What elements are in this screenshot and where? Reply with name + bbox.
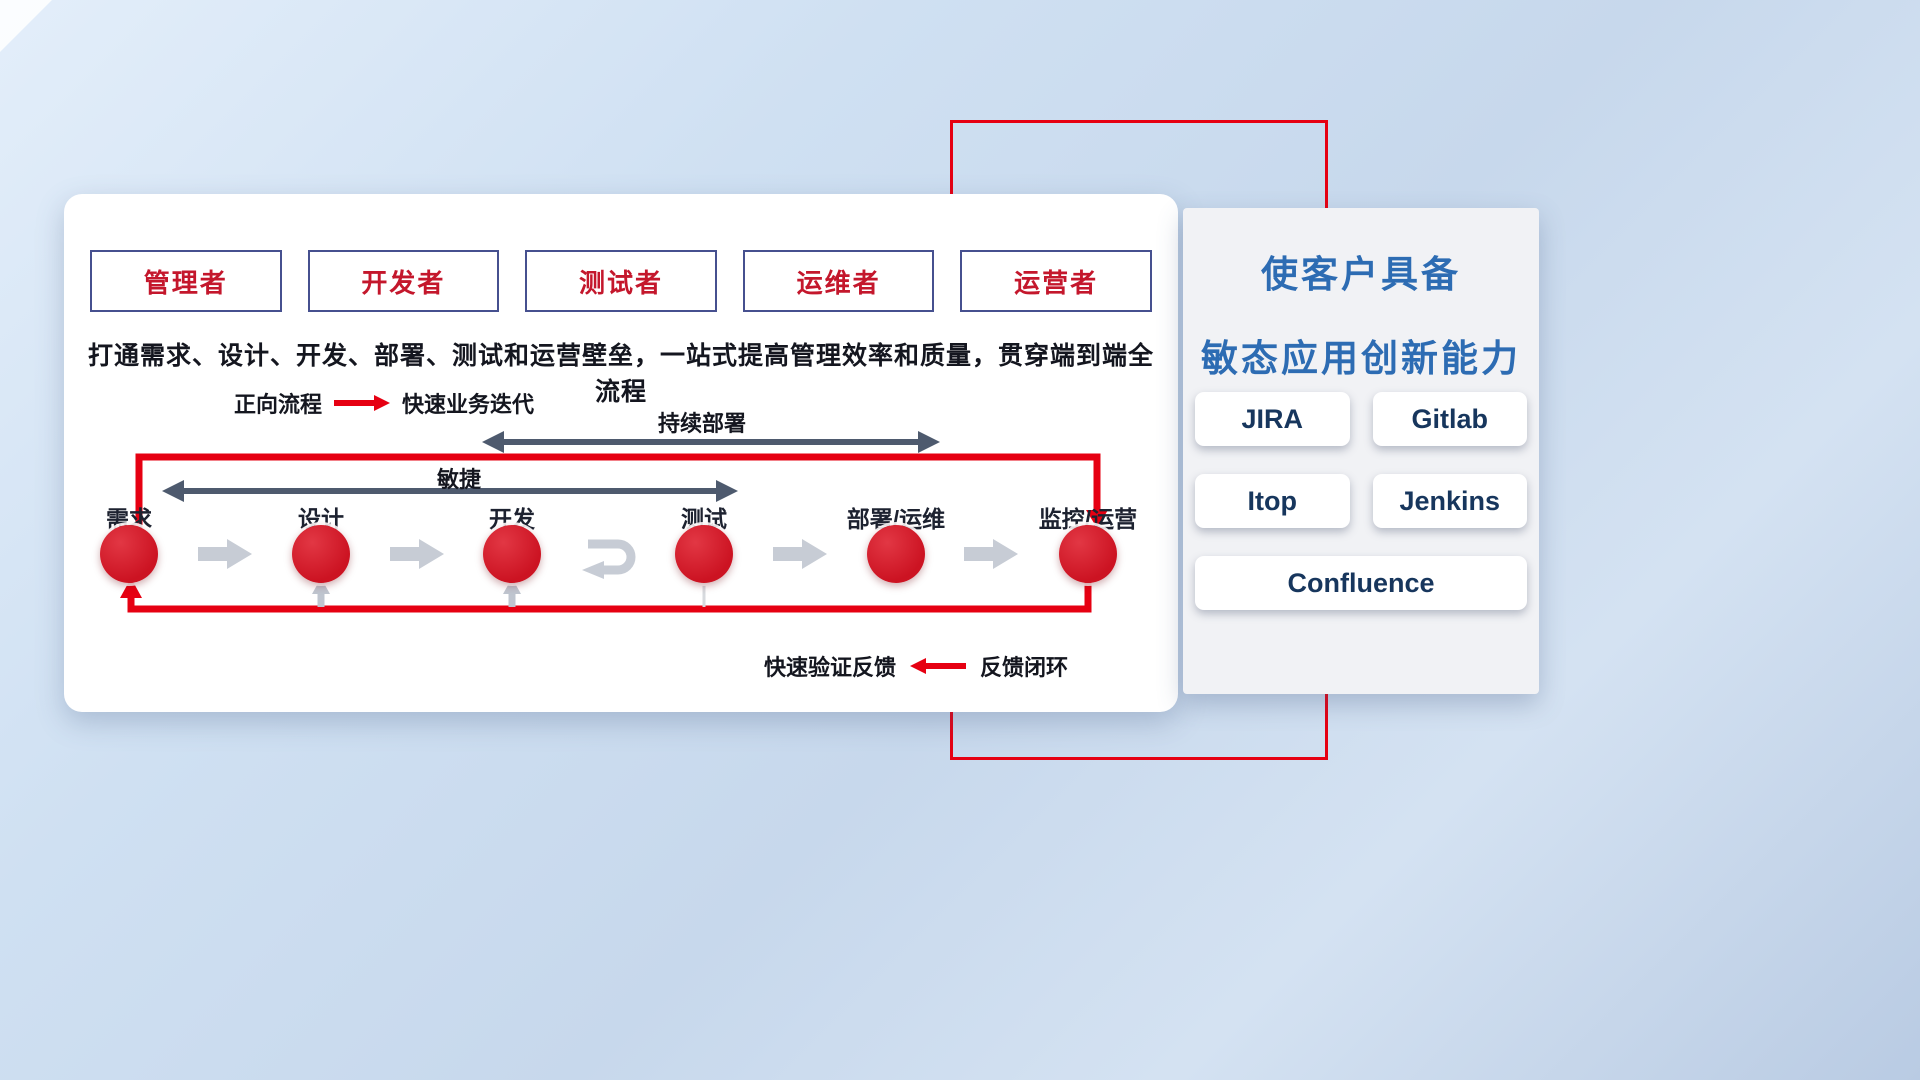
role-box-operator: 运营者 xyxy=(960,250,1152,312)
agile-label: 敏捷 xyxy=(436,467,481,492)
feedback-legend: 快速验证反馈 反馈闭环 xyxy=(764,650,1068,682)
flow-arrow xyxy=(198,539,252,569)
forward-arrow-icon xyxy=(334,395,391,411)
feedback-arrow-icon xyxy=(910,658,967,674)
tool-button-itop: Itop xyxy=(1195,474,1350,528)
tool-button-confluence: Confluence xyxy=(1195,556,1527,610)
forward-legend: 正向流程 快速业务迭代 xyxy=(234,387,534,419)
role-box-ops: 运维者 xyxy=(742,250,935,312)
feedback-legend-value: 反馈闭环 xyxy=(980,655,1069,680)
tool-button-gitlab: Gitlab xyxy=(1372,392,1527,446)
stage-node-develop xyxy=(483,525,541,583)
role-label: 管理者 xyxy=(143,267,228,298)
capability-title-line2: 敏态应用创新能力 xyxy=(1201,338,1521,379)
continuous-deploy-label: 持续部署 xyxy=(657,411,746,436)
flow-arrow xyxy=(390,539,444,569)
tool-button-jenkins: Jenkins xyxy=(1372,474,1527,528)
iterate-loop-icon xyxy=(582,539,636,579)
role-label: 运维者 xyxy=(796,267,881,298)
red-feedback-loop xyxy=(120,578,1092,613)
stage-node-requirements xyxy=(100,525,158,583)
forward-legend-value: 快速业务迭代 xyxy=(402,392,535,417)
role-box-row: 管理者 开发者 测试者 运维者 运营者 xyxy=(90,250,1152,312)
role-box-tester: 测试者 xyxy=(525,250,717,312)
tool-button-jira: JIRA xyxy=(1195,392,1350,446)
feedback-legend-label: 快速验证反馈 xyxy=(764,655,897,680)
corner-accent-shape xyxy=(0,0,52,52)
stage-node-design xyxy=(292,525,350,583)
flow-arrow xyxy=(964,539,1018,569)
stage-node-monitor-ops xyxy=(1059,525,1117,583)
role-label: 运营者 xyxy=(1014,267,1099,298)
role-label: 开发者 xyxy=(361,267,446,298)
role-label: 测试者 xyxy=(578,267,663,298)
stage-node-test xyxy=(675,525,733,583)
forward-legend-label: 正向流程 xyxy=(234,392,323,417)
capability-panel: 使客户具备 敏态应用创新能力 JIRA Gitlab Itop Jenkins … xyxy=(1183,208,1539,694)
flow-arrow xyxy=(773,539,827,569)
role-box-manager: 管理者 xyxy=(90,250,282,312)
capability-title-line1: 使客户具备 xyxy=(1261,254,1461,295)
stage-node-deploy-ops xyxy=(867,525,925,583)
workflow-panel: 管理者 开发者 测试者 运维者 运营者 打通需求、设计、开发、部署、测试和运营壁… xyxy=(64,194,1178,712)
role-box-developer: 开发者 xyxy=(307,250,500,312)
workflow-description: 打通需求、设计、开发、部署、测试和运营壁垒，一站式提高管理效率和质量，贯穿端到端… xyxy=(87,342,1154,406)
tool-grid: JIRA Gitlab Itop Jenkins Confluence xyxy=(1195,392,1527,610)
